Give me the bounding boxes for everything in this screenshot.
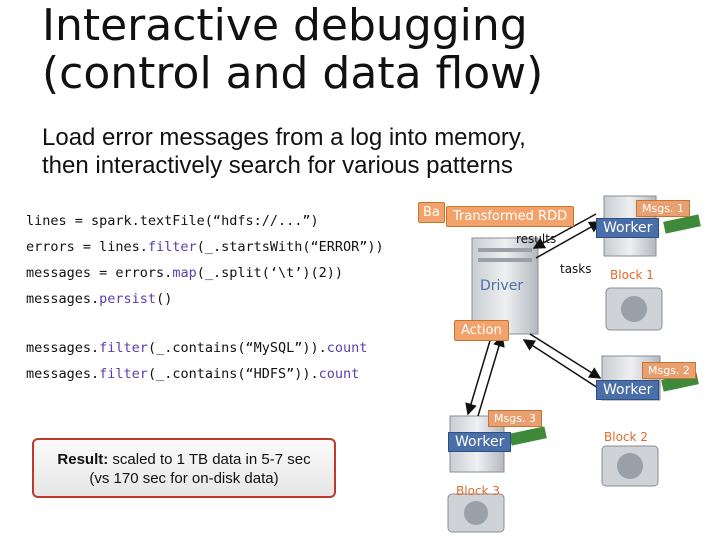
tasks-label: tasks — [560, 262, 592, 276]
subtitle-line-1: Load error messages from a log into memo… — [42, 124, 526, 151]
slide-subtitle: Load error messages from a log into memo… — [42, 124, 526, 180]
worker2-label: Worker — [596, 380, 660, 400]
worker3-msgs-badge: Msgs. 3 — [488, 410, 542, 427]
driver-server-icon — [471, 237, 539, 335]
worker3-label: Worker — [448, 432, 512, 452]
disk-icon — [447, 493, 505, 533]
code-line-3: messages = errors.map(_.split(‘\t’)(2)) — [26, 265, 344, 281]
memory-stick-icon — [663, 214, 701, 234]
memory-stick-icon — [509, 426, 547, 446]
driver-label: Driver — [480, 278, 524, 294]
code-line-6: messages.filter(_.contains(“HDFS”)).coun… — [26, 366, 360, 382]
title-line-2: (control and data flow) — [42, 48, 544, 99]
disk-icon — [601, 445, 659, 487]
worker3-block-label: Block 3 — [456, 484, 500, 498]
result-line-1: Result: scaled to 1 TB data in 5-7 sec — [57, 451, 311, 468]
code-line-5: messages.filter(_.contains(“MySQL”)).cou… — [26, 340, 368, 356]
result-callout: Result: scaled to 1 TB data in 5-7 sec (… — [32, 438, 336, 498]
subtitle-line-2: then interactively search for various pa… — [42, 152, 513, 179]
action-tag: Action — [454, 320, 509, 341]
code-line-2: errors = lines.filter(_.startsWith(“ERRO… — [26, 239, 384, 255]
worker1-label: Worker — [596, 218, 660, 238]
code-line-4: messages.persist() — [26, 291, 173, 307]
title-line-1: Interactive debugging — [42, 0, 528, 51]
results-label: results — [516, 232, 557, 246]
code-line-1: lines = spark.textFile(“hdfs://...”) — [26, 213, 319, 229]
slide-title: Interactive debugging (control and data … — [42, 2, 543, 98]
worker2-block-label: Block 2 — [604, 430, 648, 444]
transformed-rdd-tag: Transformed RDD — [446, 206, 575, 227]
base-rdd-tag: Ba — [418, 202, 445, 223]
worker1-msgs-badge: Msgs. 1 — [636, 200, 690, 217]
disk-icon — [605, 287, 663, 331]
worker2-msgs-badge: Msgs. 2 — [642, 362, 696, 379]
worker1-block-label: Block 1 — [610, 268, 654, 282]
result-line-2: (vs 170 sec for on-disk data) — [89, 470, 279, 487]
